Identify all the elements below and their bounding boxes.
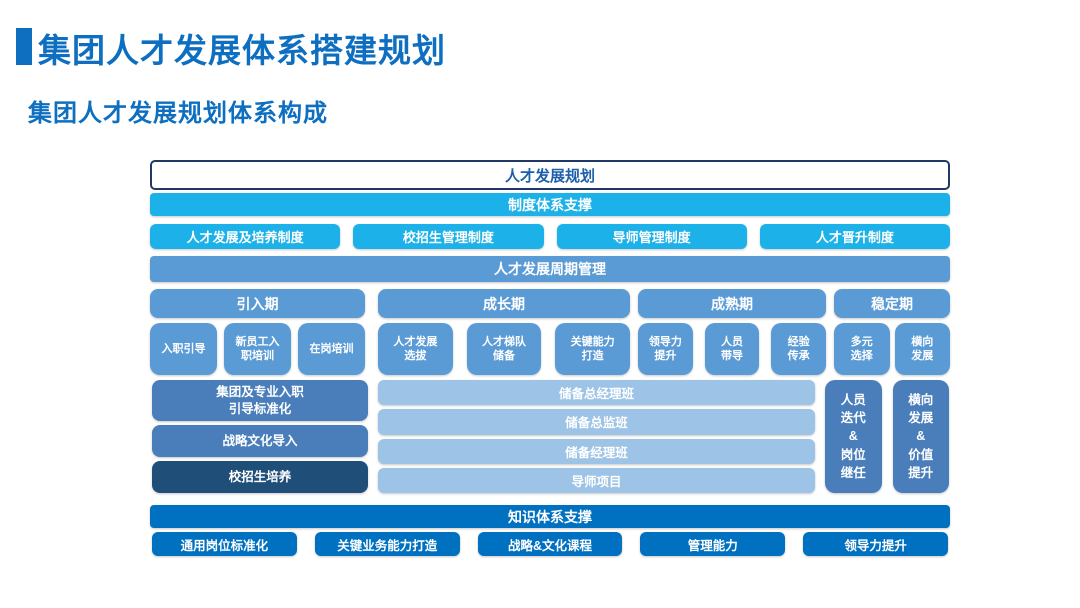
knowledge-support-row: 通用岗位标准化 关键业务能力打造 战略&文化课程 管理能力 领导力提升	[150, 532, 950, 556]
stable-programs: 人员 迭代 & 岗位 继任 横向 发展 & 价值 提升	[825, 380, 949, 493]
stable-activities: 多元 选择 横向 发展	[834, 323, 950, 375]
program-bar: 导师项目	[378, 467, 815, 493]
phase-intro: 引入期	[150, 289, 365, 318]
intro-programs: 集团及专业入职 引导标准化 战略文化导入 校招生培养	[152, 380, 368, 493]
activity-box: 人员 带导	[704, 323, 760, 375]
cycle-management-header: 人才发展周期管理	[150, 256, 950, 282]
activity-box: 人才梯队 储备	[466, 323, 542, 375]
system-support-item: 人才晋升制度	[759, 224, 950, 249]
program-bar: 储备总监班	[378, 409, 815, 435]
intro-activities: 入职引导 新员工入 职培训 在岗培训	[150, 323, 365, 375]
program-box: 集团及专业入职 引导标准化	[152, 380, 368, 421]
activity-box: 多元 选择	[834, 323, 890, 375]
system-support-item: 导师管理制度	[556, 224, 747, 249]
program-bar: 储备总经理班	[378, 380, 815, 406]
system-support-item: 校招生管理制度	[353, 224, 544, 249]
activity-box: 经验 传承	[771, 323, 827, 375]
activity-box: 横向 发展	[894, 323, 950, 375]
talent-development-diagram: 人才发展规划 制度体系支撑 人才发展及培养制度 校招生管理制度 导师管理制度 人…	[150, 160, 950, 556]
program-bar: 储备经理班	[378, 438, 815, 464]
section-subtitle: 集团人才发展规划体系构成	[28, 100, 328, 127]
activity-box: 入职引导	[150, 323, 217, 375]
knowledge-item: 关键业务能力打造	[314, 532, 460, 556]
activity-box: 新员工入 职培训	[224, 323, 291, 375]
phase-stable: 稳定期	[834, 289, 950, 318]
activity-box: 在岗培训	[298, 323, 365, 375]
program-tall-box: 人员 迭代 & 岗位 继任	[825, 380, 882, 493]
program-area: 集团及专业入职 引导标准化 战略文化导入 校招生培养 储备总经理班 储备总监班 …	[150, 380, 950, 493]
mature-activities: 领导力 提升 人员 带导 经验 传承	[638, 323, 827, 375]
phase-header-row: 引入期 成长期 成熟期 稳定期	[150, 289, 950, 318]
system-support-header: 制度体系支撑	[150, 193, 950, 216]
activity-box: 关键能力 打造	[555, 323, 631, 375]
phase-growth: 成长期	[378, 289, 630, 318]
program-box-campus-training: 校招生培养	[152, 461, 368, 493]
system-support-row: 人才发展及培养制度 校招生管理制度 导师管理制度 人才晋升制度	[150, 224, 950, 249]
knowledge-item: 通用岗位标准化	[152, 532, 297, 556]
growth-activities: 人才发展 选拔 人才梯队 储备 关键能力 打造	[378, 323, 631, 375]
page-title: 集团人才发展体系搭建规划	[38, 32, 446, 69]
program-tall-box: 横向 发展 & 价值 提升	[892, 380, 949, 493]
knowledge-support-header: 知识体系支撑	[150, 505, 950, 528]
program-box: 战略文化导入	[152, 425, 368, 457]
knowledge-item: 战略&文化课程	[477, 532, 623, 556]
activity-box: 领导力 提升	[638, 323, 693, 375]
knowledge-item: 管理能力	[640, 532, 786, 556]
phase-activities-row: 入职引导 新员工入 职培训 在岗培训 人才发展 选拔 人才梯队 储备 关键能力 …	[150, 323, 950, 375]
activity-box: 人才发展 选拔	[378, 323, 453, 375]
title-accent-bar	[16, 28, 32, 65]
phase-mature: 成熟期	[638, 289, 826, 318]
knowledge-item: 领导力提升	[803, 532, 948, 556]
reserve-programs: 储备总经理班 储备总监班 储备经理班 导师项目	[378, 380, 815, 493]
system-support-item: 人才发展及培养制度	[150, 224, 341, 249]
talent-plan-top-box: 人才发展规划	[150, 160, 950, 190]
